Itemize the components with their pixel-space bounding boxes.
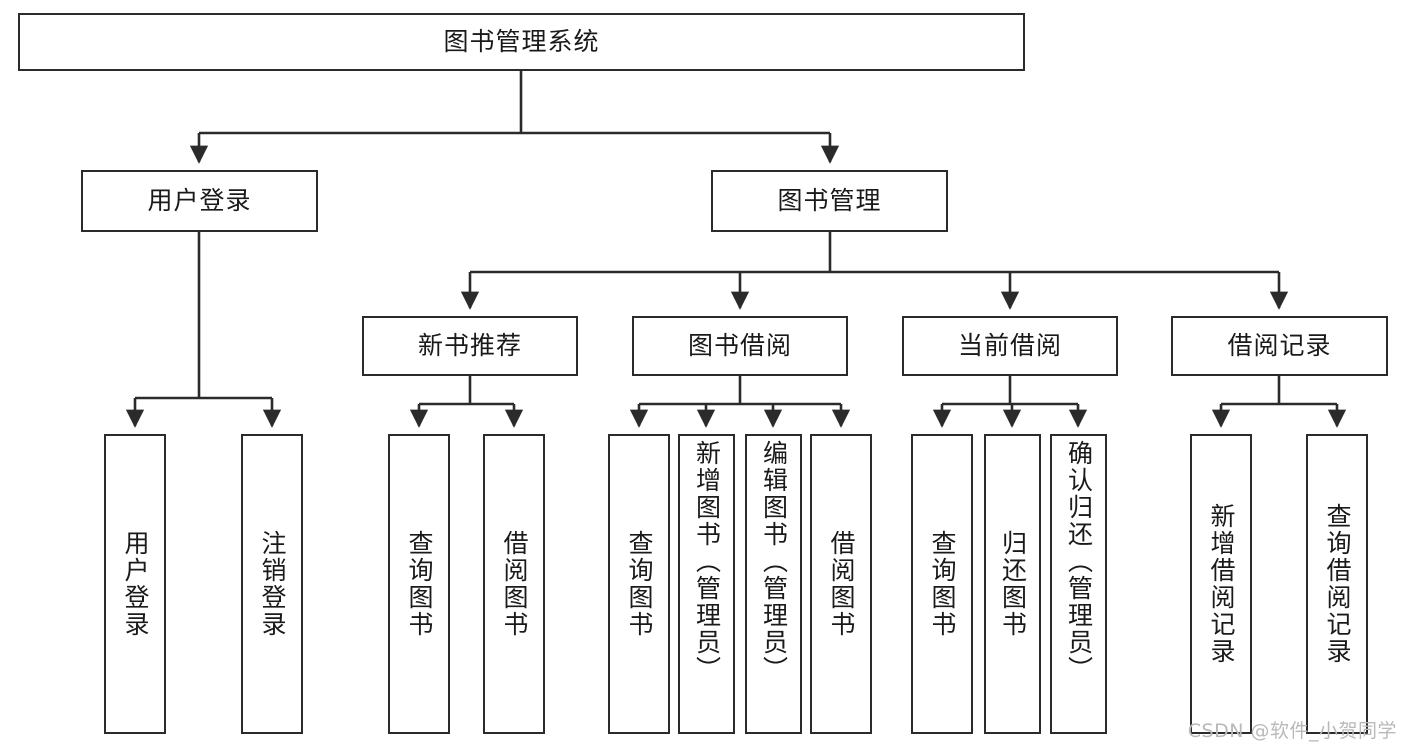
node-leaf-return-book[interactable]: 归还图书	[984, 434, 1041, 734]
node-leaf-borrow-book-label: 借阅图书	[827, 530, 856, 638]
node-user-login-label: 用户登录	[147, 186, 252, 215]
node-leaf-query-book[interactable]: 查询图书	[608, 434, 670, 734]
node-root[interactable]: 图书管理系统	[18, 13, 1025, 71]
node-leaf-query-book-rec-label: 查询图书	[405, 530, 434, 638]
node-leaf-query-borrow-record-label: 查询借阅记录	[1323, 503, 1352, 665]
node-current-borrow-label: 当前借阅	[957, 331, 1062, 360]
node-borrow-record-label: 借阅记录	[1227, 331, 1332, 360]
node-leaf-user-logout-label: 注销登录	[258, 530, 287, 638]
node-leaf-borrow-book-rec-label: 借阅图书	[500, 530, 529, 638]
node-new-book-rec-label: 新书推荐	[417, 331, 522, 360]
node-leaf-add-borrow-record[interactable]: 新增借阅记录	[1190, 434, 1252, 734]
node-user-login[interactable]: 用户登录	[81, 170, 318, 232]
node-current-borrow[interactable]: 当前借阅	[902, 316, 1118, 376]
node-leaf-user-login[interactable]: 用户登录	[104, 434, 166, 734]
node-leaf-add-book-admin[interactable]: 新增图书（管理员）	[678, 434, 735, 734]
node-leaf-query-book-label: 查询图书	[625, 530, 654, 638]
node-borrow-record[interactable]: 借阅记录	[1171, 316, 1388, 376]
node-leaf-confirm-return-admin[interactable]: 确认归还（管理员）	[1050, 434, 1107, 734]
node-leaf-query-book-cur[interactable]: 查询图书	[911, 434, 973, 734]
node-leaf-add-borrow-record-label: 新增借阅记录	[1207, 503, 1236, 665]
node-leaf-confirm-return-admin-label: 确认归还（管理员）	[1064, 440, 1094, 683]
node-leaf-edit-book-admin[interactable]: 编辑图书（管理员）	[745, 434, 802, 734]
node-leaf-add-book-admin-label: 新增图书（管理员）	[692, 440, 722, 683]
node-leaf-user-login-label: 用户登录	[121, 530, 150, 638]
node-leaf-edit-book-admin-label: 编辑图书（管理员）	[759, 440, 789, 683]
node-leaf-query-borrow-record[interactable]: 查询借阅记录	[1306, 434, 1368, 734]
node-book-manage[interactable]: 图书管理	[711, 170, 948, 232]
node-book-borrow[interactable]: 图书借阅	[632, 316, 848, 376]
node-book-manage-label: 图书管理	[777, 186, 882, 215]
node-book-borrow-label: 图书借阅	[687, 331, 792, 360]
node-leaf-borrow-book-rec[interactable]: 借阅图书	[483, 434, 545, 734]
node-leaf-query-book-cur-label: 查询图书	[928, 530, 957, 638]
node-new-book-rec[interactable]: 新书推荐	[362, 316, 578, 376]
node-leaf-return-book-label: 归还图书	[998, 530, 1028, 638]
node-leaf-query-book-rec[interactable]: 查询图书	[388, 434, 450, 734]
node-leaf-user-logout[interactable]: 注销登录	[241, 434, 303, 734]
node-leaf-borrow-book[interactable]: 借阅图书	[810, 434, 872, 734]
node-root-label: 图书管理系统	[443, 27, 600, 56]
csdn-watermark: CSDN @软件_小贺同学	[1187, 720, 1397, 742]
